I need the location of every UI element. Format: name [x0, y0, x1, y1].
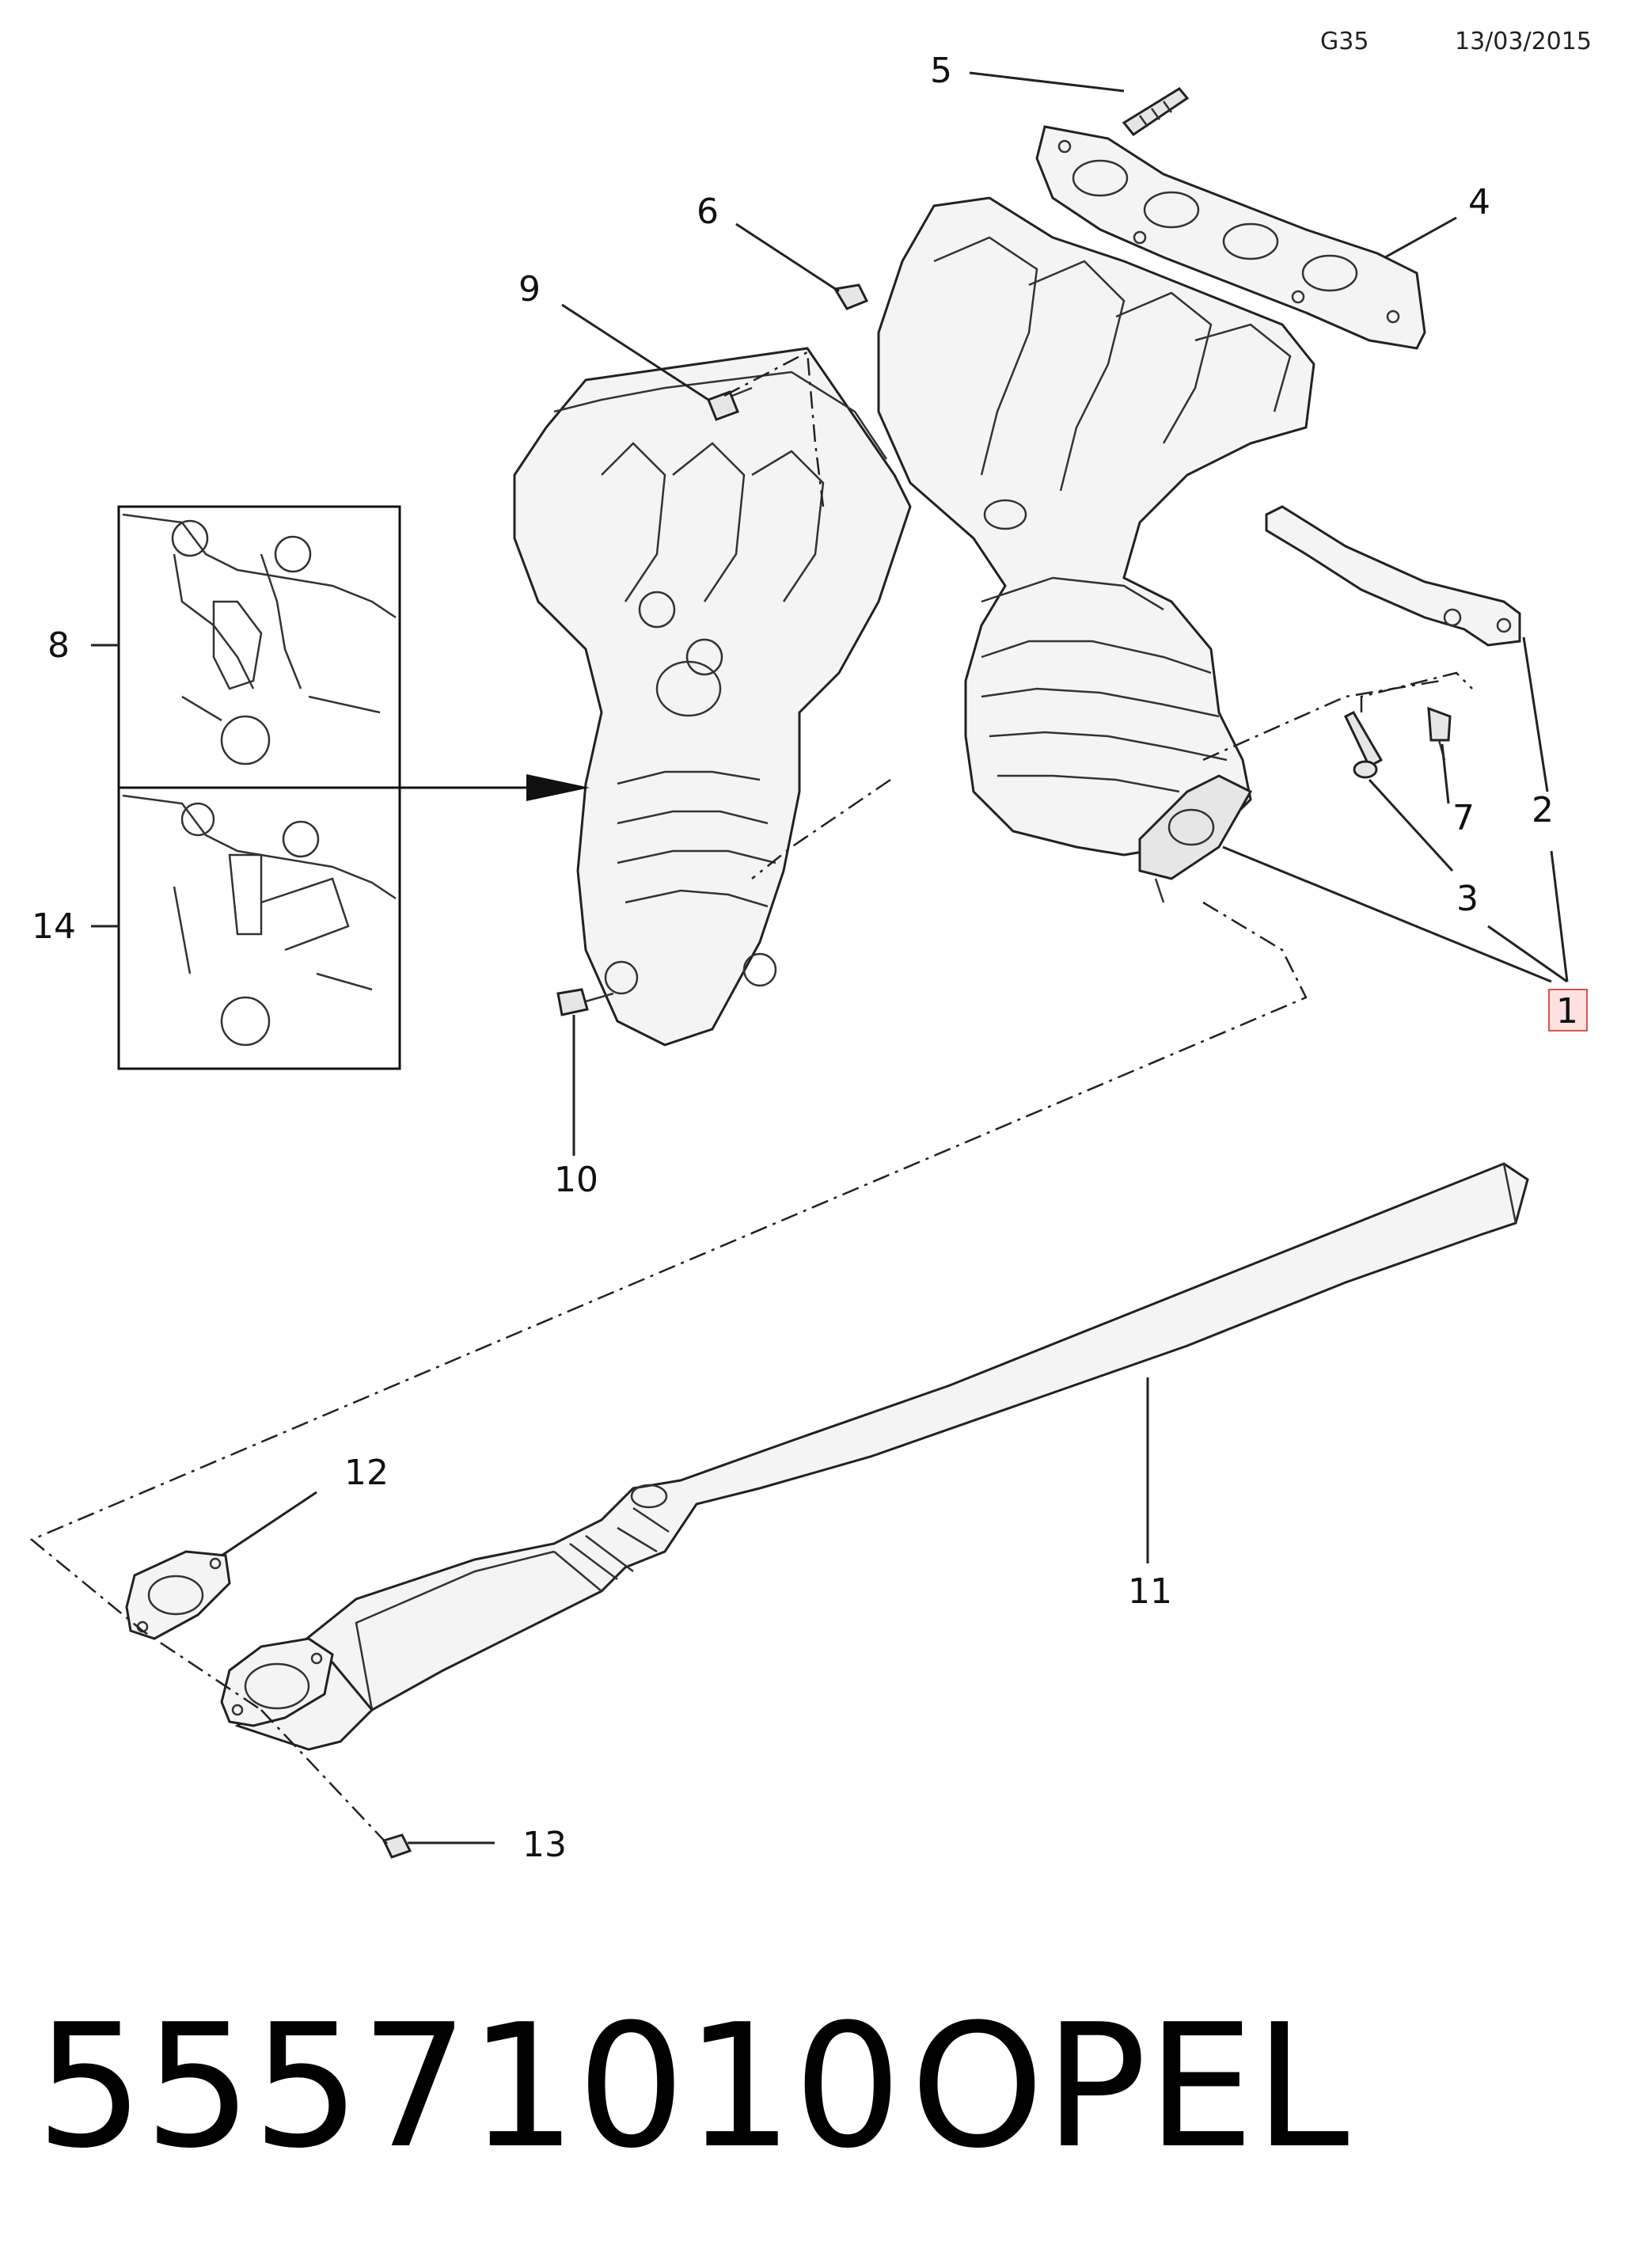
- callout-7: 7: [1452, 798, 1475, 838]
- callout-14: 14: [32, 906, 76, 947]
- brand-name: OPEL: [910, 1987, 1350, 2186]
- callout-4: 4: [1468, 182, 1490, 222]
- nut-6: [833, 283, 869, 310]
- callout-6: 6: [697, 192, 719, 232]
- bolt-3: [1344, 711, 1384, 779]
- manifold-gasket: [1035, 125, 1426, 350]
- leader-lines: [91, 71, 1569, 1844]
- inset-detail-8: [117, 505, 401, 789]
- callout-5: 5: [930, 51, 952, 91]
- diagram-code: G35: [1320, 28, 1369, 55]
- assembly-lines: [29, 351, 1473, 1845]
- heat-shield: [513, 347, 912, 1047]
- front-exhaust-pipe: [275, 1162, 1529, 1723]
- bolt-7: [1427, 706, 1452, 761]
- callout-10: 10: [554, 1160, 598, 1200]
- part-number: 55571010: [36, 1987, 902, 2186]
- callout-9: 9: [518, 269, 541, 310]
- bolt-9: [707, 386, 753, 421]
- pipe-elbow-flange: [220, 1637, 374, 1751]
- inset-detail-14: [117, 786, 401, 1070]
- callout-2: 2: [1532, 790, 1554, 830]
- pointer-arrow: [400, 774, 590, 801]
- callout-1-highlight[interactable]: 1: [1548, 989, 1588, 1031]
- callout-12: 12: [344, 1453, 389, 1493]
- callout-8: 8: [47, 625, 70, 666]
- callout-1: 1: [1556, 991, 1578, 1031]
- callout-11: 11: [1128, 1571, 1172, 1612]
- support-bracket: [1265, 505, 1521, 647]
- flange-gasket: [125, 1550, 231, 1640]
- manifold-catalytic-converter: [877, 196, 1315, 903]
- nut-13: [382, 1833, 412, 1859]
- callout-3: 3: [1456, 879, 1479, 919]
- stud: [1122, 87, 1190, 137]
- bolt-10: [556, 988, 614, 1016]
- diagram-date: 13/03/2015: [1455, 28, 1592, 55]
- callout-13: 13: [522, 1825, 567, 1865]
